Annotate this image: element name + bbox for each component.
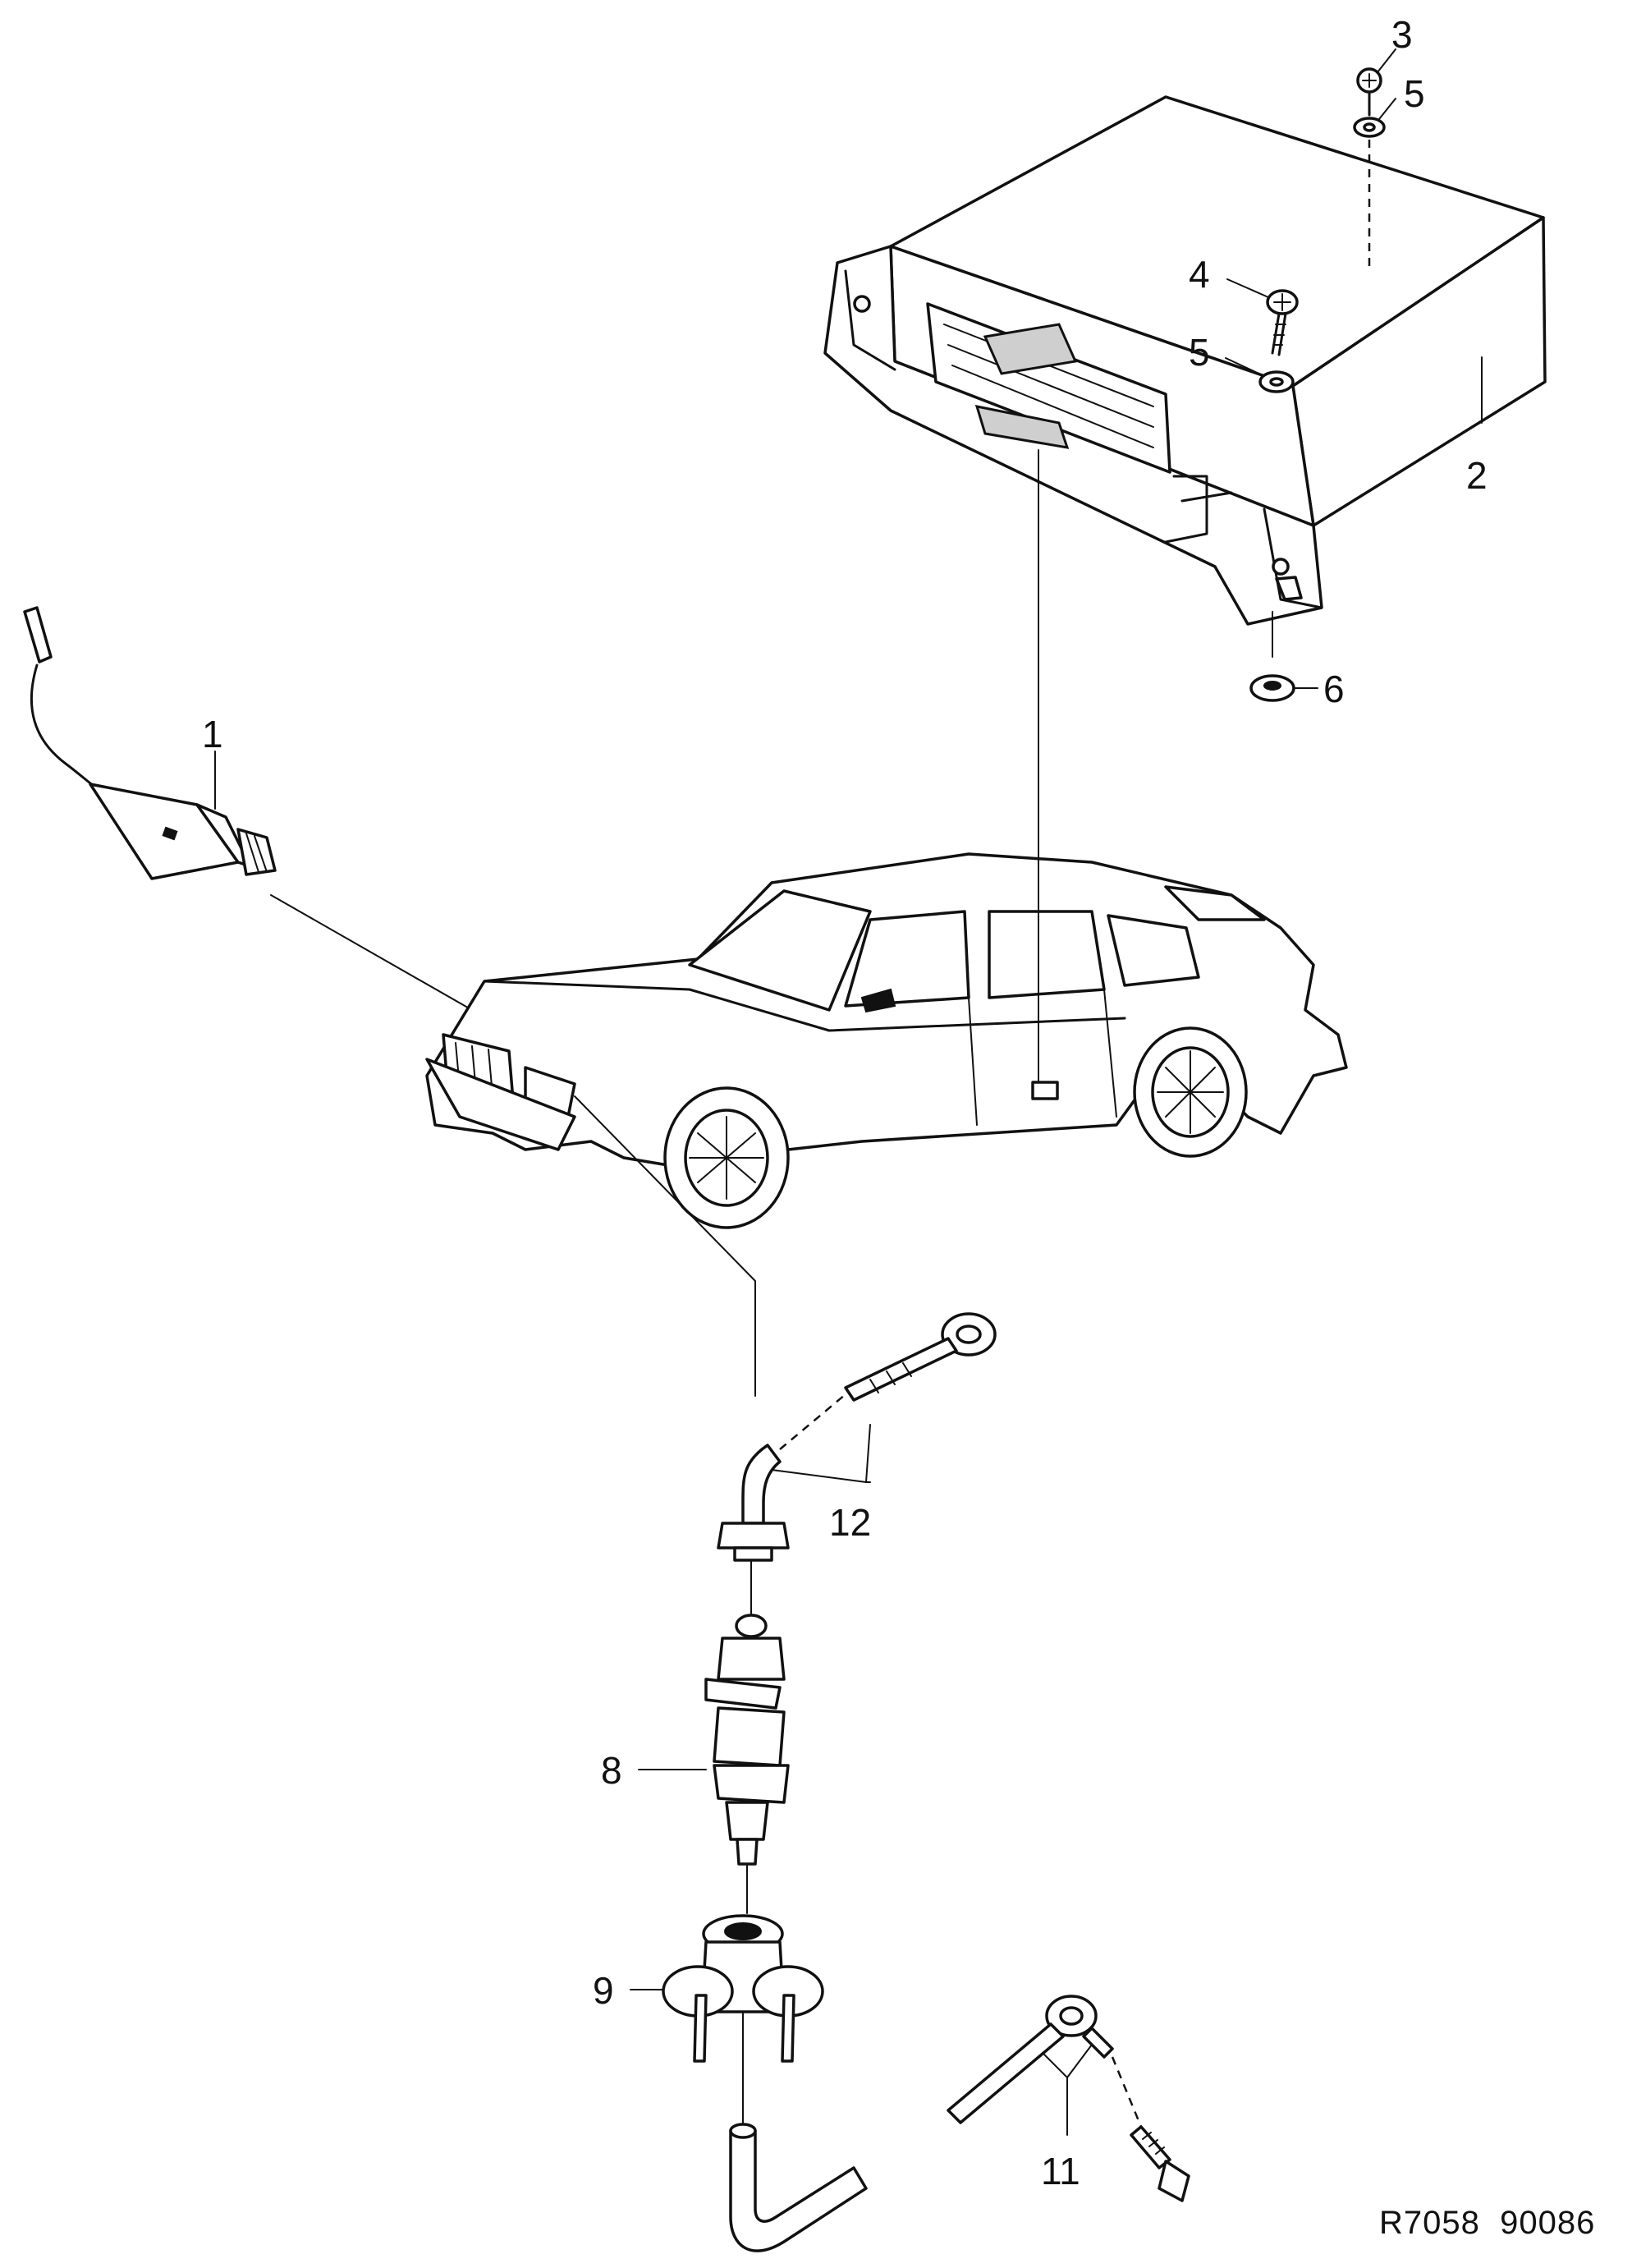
callout-2: 2 <box>1466 454 1488 497</box>
callout-1: 1 <box>202 713 223 755</box>
drawing-code: R7058 90086 <box>1379 2205 1595 2241</box>
callout-5-top: 5 <box>1404 72 1425 115</box>
leader-11 <box>1042 2044 1093 2136</box>
sensor-1[interactable] <box>23 606 277 880</box>
control-unit[interactable] <box>823 95 1547 626</box>
callout-3: 3 <box>1391 13 1413 56</box>
leader-5b <box>1225 357 1265 377</box>
holder-9[interactable] <box>662 1914 824 2063</box>
leader-sensor-1-to-car <box>270 894 502 1027</box>
washer-6[interactable] <box>1249 611 1295 702</box>
leader-3 <box>1377 48 1396 73</box>
callout-12: 12 <box>829 1501 871 1544</box>
screw-3[interactable] <box>1356 67 1382 117</box>
screw-4[interactable] <box>1266 289 1299 356</box>
callout-6: 6 <box>1323 668 1345 710</box>
pipe-elbow-12[interactable] <box>717 1444 790 1562</box>
injector-8[interactable] <box>704 1614 790 1866</box>
banjo-fitting-11[interactable] <box>947 1995 1114 2124</box>
callout-labels: 1 2 3 4 5 5 6 8 9 11 12 R7058 90086 <box>202 13 1595 2241</box>
leader-dashed-12 <box>779 1393 846 1450</box>
banjo-fitting-12[interactable] <box>844 1312 997 1402</box>
leader-5a <box>1378 98 1396 120</box>
leader-4 <box>1226 278 1269 298</box>
callout-11: 11 <box>1041 2150 1080 2192</box>
callout-4: 4 <box>1189 253 1210 296</box>
leader-car-to-pipe <box>574 1095 756 1397</box>
leader-dashed-11 <box>1111 2056 1143 2128</box>
car-illustration <box>425 852 1348 1229</box>
leader-12 <box>771 1424 871 1483</box>
washer-5-lower[interactable] <box>1258 370 1295 393</box>
hose[interactable] <box>729 2123 868 2252</box>
callout-5-lower: 5 <box>1189 331 1210 374</box>
bolt-11[interactable] <box>1130 2125 1190 2202</box>
callout-8: 8 <box>601 1749 622 1792</box>
washer-5-top[interactable] <box>1353 117 1386 138</box>
callout-9: 9 <box>593 1969 614 2012</box>
